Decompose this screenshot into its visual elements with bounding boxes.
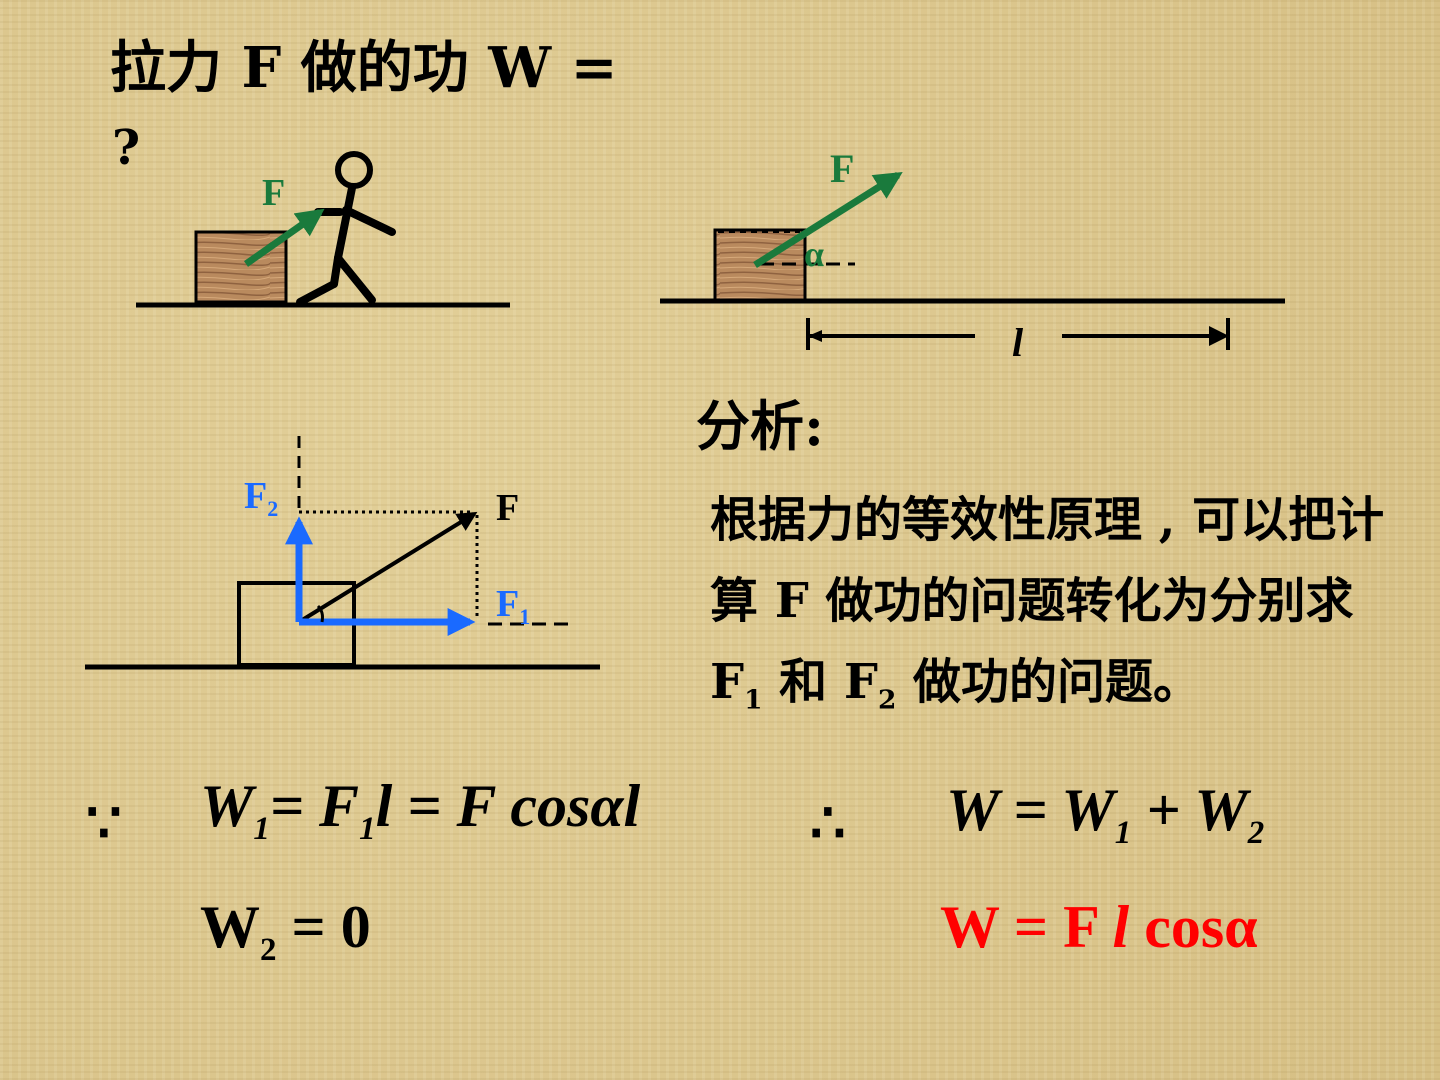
f1-label: F1 [496, 583, 530, 629]
force-label: F [262, 172, 285, 214]
analysis-paragraph: 根据力的等效性原理 , 可以把计算 F 做功的问题转化为分别求 F1 和 F2 … [710, 492, 1385, 716]
diagram-force-angle: F α l [660, 146, 1285, 365]
title: 拉力 F 做的功 W = [110, 35, 618, 101]
angle-arc [316, 604, 324, 623]
force-label: F [496, 487, 519, 529]
equation-w2: W2 = 0 [200, 894, 371, 968]
analysis-heading: 分析: [696, 394, 824, 458]
f2-label: F2 [244, 475, 278, 521]
title-question-mark: ? [112, 120, 141, 176]
diagram-person-pulling: F [136, 151, 510, 308]
angle-label: α [804, 234, 824, 274]
force-arrow [243, 208, 325, 267]
length-label: l [1012, 320, 1024, 365]
diagram-force-decomposition: F F2 F1 [85, 436, 600, 670]
equation-w1: W1= F1l = F cosαl [200, 773, 641, 847]
equation-result: W = F l cosα [940, 894, 1258, 960]
force-arrow [753, 172, 903, 268]
force-vector [297, 511, 478, 624]
stick-figure-person [296, 151, 396, 306]
because-symbol: ∵ [86, 790, 122, 856]
force-label: F [830, 146, 854, 191]
displacement-indicator [806, 318, 1230, 350]
therefore-symbol: ∴ [810, 790, 846, 856]
equation-w-sum: W = W1 + W2 [946, 777, 1265, 851]
